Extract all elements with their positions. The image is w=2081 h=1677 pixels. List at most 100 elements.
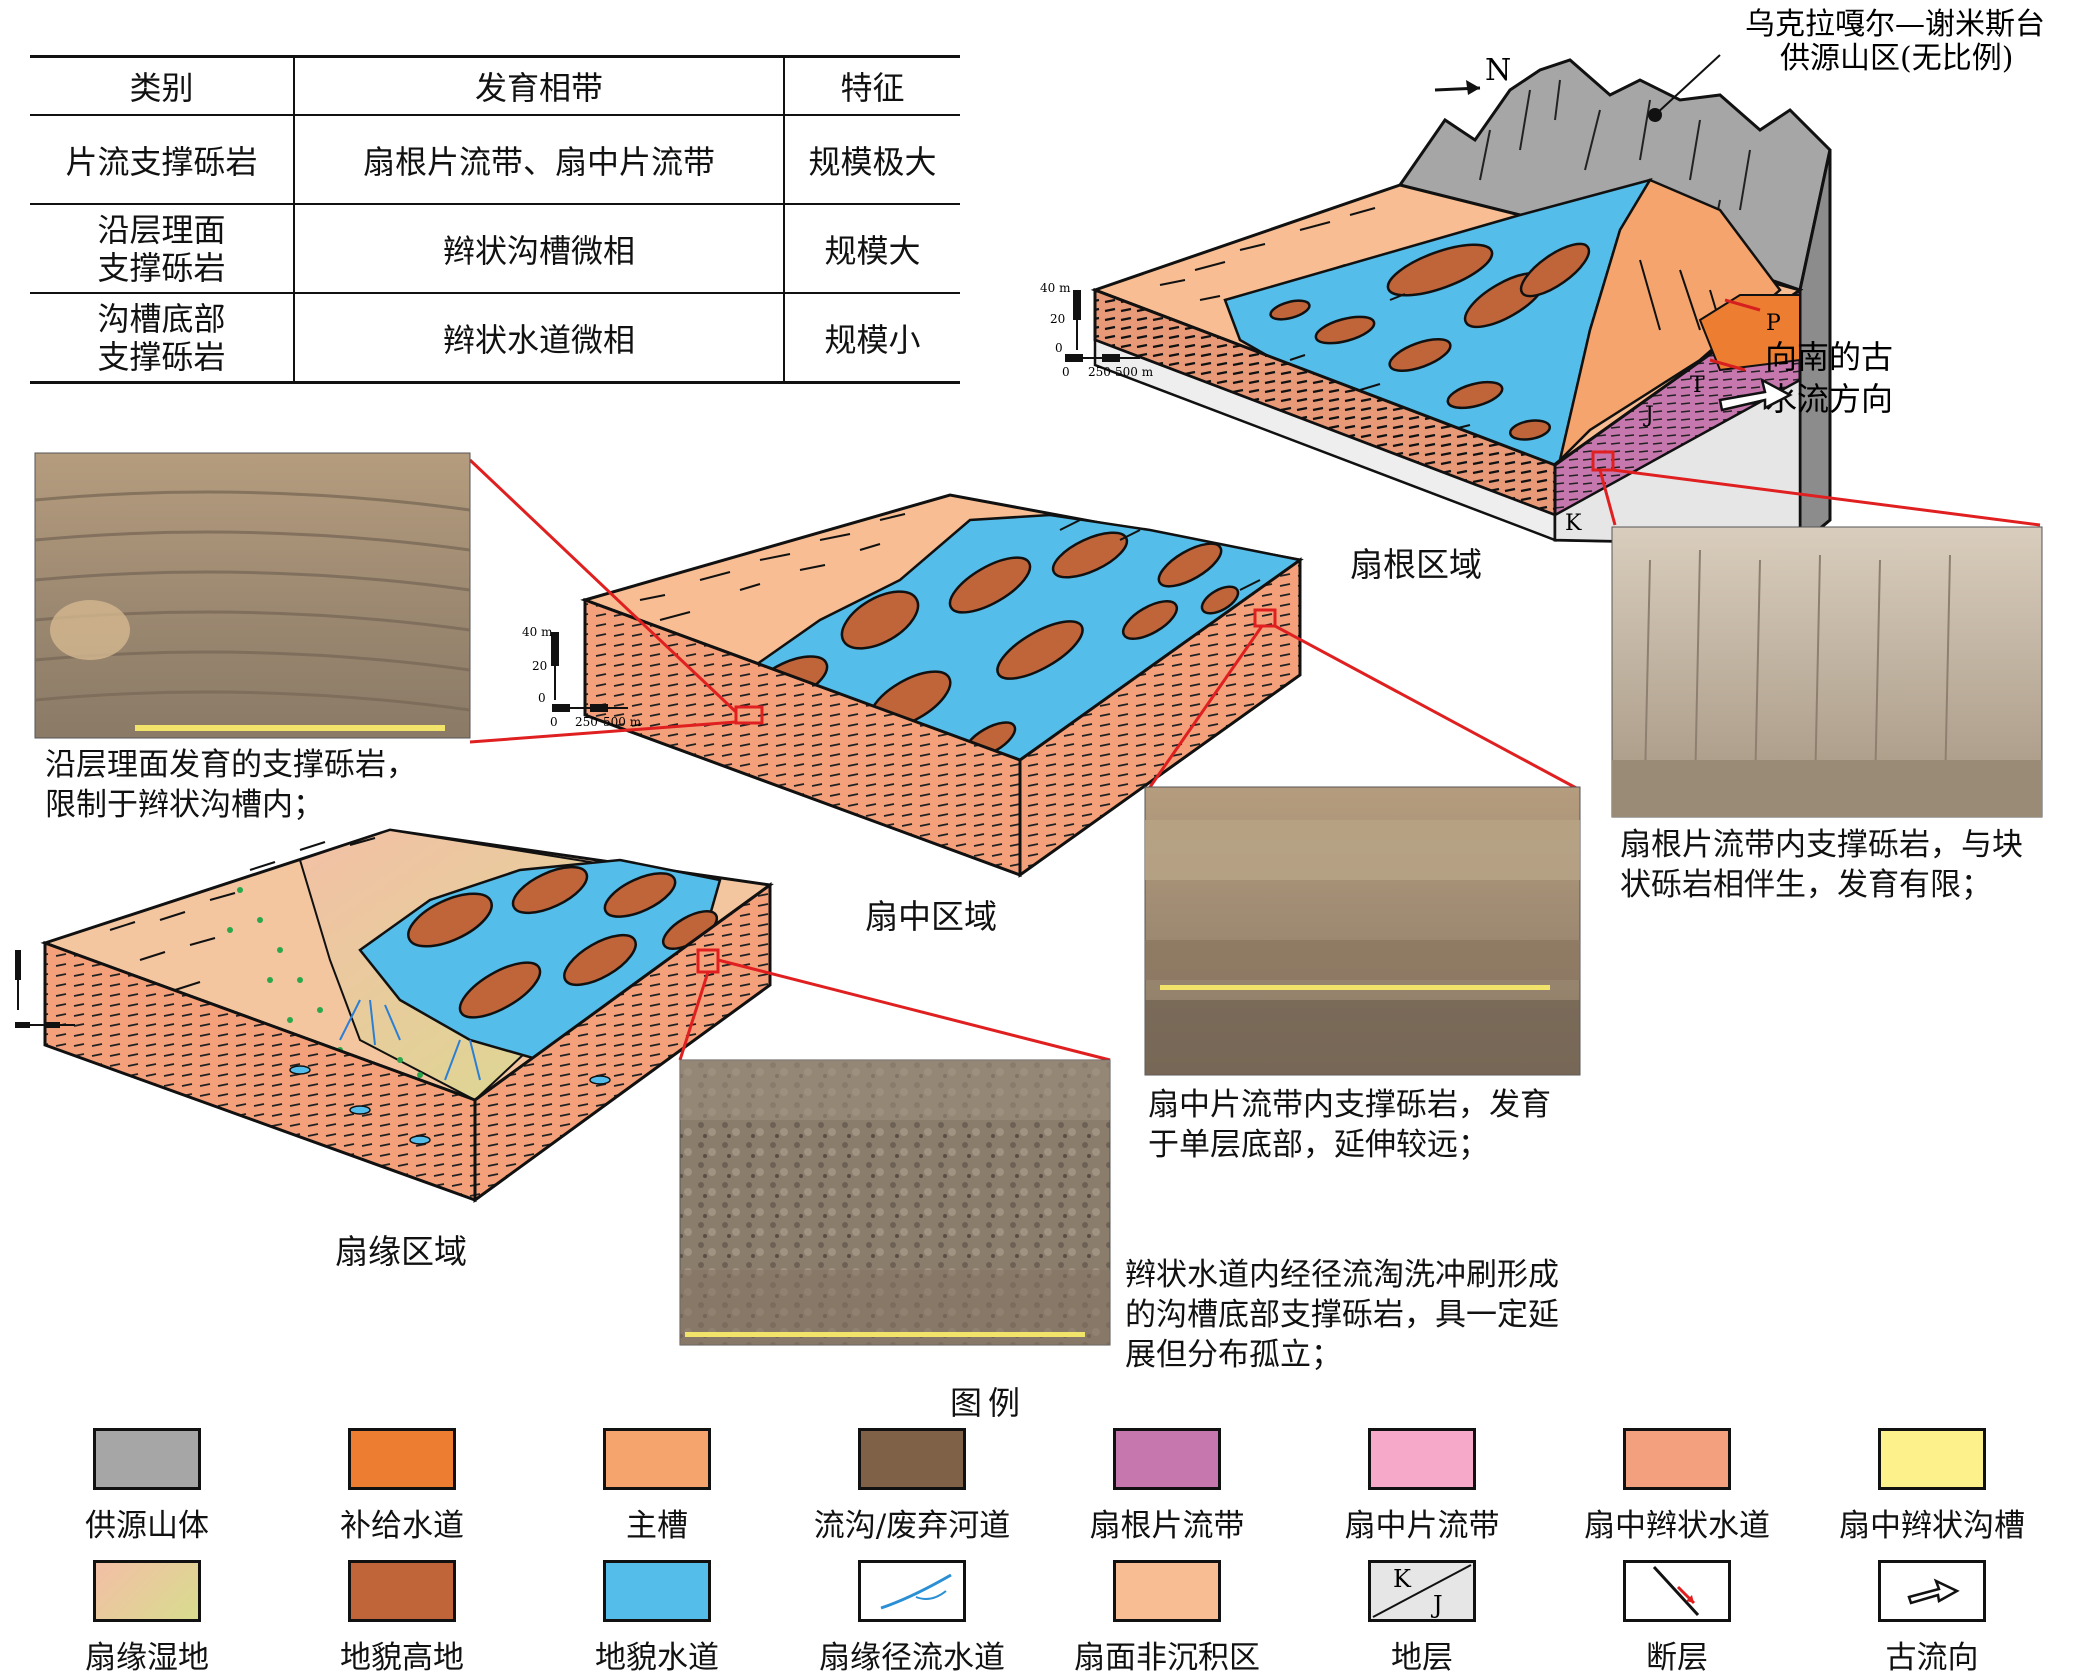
locator-line xyxy=(1146,625,1264,791)
scale-label: 20 xyxy=(532,659,547,673)
legend-label: 断层 xyxy=(1646,1640,1708,1676)
legend-item: 扇面非沉积区 xyxy=(1067,1560,1267,1677)
legend-label: 地层 xyxy=(1391,1640,1453,1676)
legend-item: 主槽 xyxy=(557,1428,757,1545)
fan-root-block: P T J K 40 m 20 0 0 250 500 m N 乌克拉嘎尔—谢米… xyxy=(1040,7,2045,549)
legend-label: 扇缘径流水道 xyxy=(819,1640,1005,1676)
legend-label: 地貌水道 xyxy=(595,1640,719,1676)
table-cell-category-line: 支撑砾岩 xyxy=(97,248,226,287)
caption-channel-base: 辫状水道内经径流淘洗冲刷形成 的沟槽底部支撑砾岩，具一定延 展但分布孤立； xyxy=(1125,1255,1559,1375)
locator-line xyxy=(717,958,1111,1062)
stratum-label: J xyxy=(1643,403,1654,428)
stratum-label: T xyxy=(1690,373,1705,398)
fault-arrow xyxy=(1709,358,1746,372)
locator-box xyxy=(1591,450,1615,472)
region-label-fan-middle: 扇中区域 xyxy=(865,897,997,936)
legend-swatch xyxy=(1113,1560,1221,1622)
scale-label: 0 xyxy=(538,691,546,705)
legend-swatch xyxy=(1368,1428,1476,1490)
table-cell-zone: 辫状沟槽微相 xyxy=(294,204,785,294)
scale-label: 500 m xyxy=(1115,365,1154,379)
legend-item: 扇根片流带 xyxy=(1067,1428,1267,1545)
legend-label: 扇中辫状沟槽 xyxy=(1839,1508,2025,1544)
scale-label: 500 m xyxy=(603,715,642,729)
legend-item: 扇中辫状水道 xyxy=(1577,1428,1777,1545)
fan-diagram: P T J K 40 m 20 0 0 250 500 m N 乌克拉嘎尔—谢米… xyxy=(15,7,2045,1346)
legend-swatch xyxy=(93,1428,201,1490)
legend-item: 供源山体 xyxy=(47,1428,247,1545)
table-cell-category: 沟槽底部 支撑砾岩 xyxy=(30,293,295,384)
legend-label: 供源山体 xyxy=(85,1508,209,1544)
locator-line xyxy=(469,720,737,744)
north-label: N xyxy=(1485,53,1511,88)
table-cell-category-line: 沟槽底部 xyxy=(97,299,226,338)
fan-middle-side-face xyxy=(1018,557,1302,878)
locator-box xyxy=(734,705,764,725)
caption-line: 辫状水道内经径流淘洗冲刷形成 xyxy=(1125,1257,1559,1293)
stratum-label: K xyxy=(1565,511,1582,536)
photo-fan-root xyxy=(1611,526,2043,818)
fault-arrow xyxy=(1724,298,1761,312)
table-header-feature: 特征 xyxy=(784,55,960,116)
photo-channel-base xyxy=(679,1059,1111,1346)
legend-label: 地貌高地 xyxy=(340,1640,464,1676)
caption-fan-middle: 扇中片流带内支撑砾岩，发育 于单层底部，延伸较远； xyxy=(1148,1085,1551,1165)
locator-line xyxy=(678,971,710,1061)
table-cell-feature: 规模极大 xyxy=(784,115,960,205)
fan-fringe-block xyxy=(15,828,1111,1203)
legend-label: 扇根片流带 xyxy=(1089,1508,1245,1544)
region-label-fan-root: 扇根区域 xyxy=(1350,545,1482,584)
paleoflow-label: 向南的古 xyxy=(1765,338,1893,376)
legend-item: 古流向 xyxy=(1832,1560,2032,1677)
table-cell-category-line: 支撑砾岩 xyxy=(97,337,226,376)
table-cell-zone: 扇根片流带、扇中片流带 xyxy=(294,115,785,205)
table-cell-category: 沿层理面 支撑砾岩 xyxy=(30,204,295,294)
legend-swatch xyxy=(1623,1428,1731,1490)
caption-line: 扇中片流带内支撑砾岩，发育 xyxy=(1148,1087,1551,1123)
caption-line: 扇根片流带内支撑砾岩，与块 xyxy=(1620,827,2023,863)
table-row: 沟槽底部 支撑砾岩 辫状水道微相 规模小 xyxy=(30,293,960,384)
facies-table: 类别 发育相带 特征 片流支撑砾岩 扇根片流带、扇中片流带 规模极大 沿层理面 … xyxy=(30,55,960,384)
legend-swatch xyxy=(93,1560,201,1622)
scale-label: 0 xyxy=(1055,341,1063,355)
legend-label: 扇中辫状水道 xyxy=(1584,1508,1770,1544)
table-cell-category-line: 沿层理面 xyxy=(97,210,226,249)
stratum-label: P xyxy=(1766,311,1781,336)
caption-bedding: 沿层理面发育的支撑砾岩， 限制于辫状沟槽内； xyxy=(45,745,417,825)
legend-title: 图例 xyxy=(950,1384,1027,1422)
stratum-letter: J xyxy=(1430,1591,1443,1619)
legend-swatch xyxy=(1878,1428,1986,1490)
legend-item: 扇中辫状沟槽 xyxy=(1832,1428,2032,1545)
caption-line: 的沟槽底部支撑砾岩，具一定延 xyxy=(1125,1297,1559,1333)
legend-swatch xyxy=(603,1560,711,1622)
legend-item: 流沟/废弃河道 xyxy=(812,1428,1012,1545)
scale-label: 250 xyxy=(1088,365,1111,379)
table-header-category: 类别 xyxy=(30,55,295,116)
legend-swatch xyxy=(1113,1428,1221,1490)
table-cell-feature: 规模大 xyxy=(784,204,960,294)
scale-bar: 40 m 20 0 0 250 500 m xyxy=(522,625,642,729)
table-header-zone: 发育相带 xyxy=(294,55,785,116)
scale-bar xyxy=(15,950,75,1028)
scale-label: 0 xyxy=(1062,365,1070,379)
scale-bar: 40 m 20 0 0 250 500 m xyxy=(1040,281,1154,379)
pointer-line xyxy=(1654,54,1721,116)
source-label: 乌克拉嘎尔—谢米斯台 xyxy=(1745,7,2045,42)
legend-item: 地貌高地 xyxy=(302,1560,502,1677)
legend-swatch xyxy=(858,1428,966,1490)
table-header-row: 类别 发育相带 特征 xyxy=(30,55,960,116)
locator-line xyxy=(1598,469,1617,526)
paleoflow-icon xyxy=(1907,1578,1960,1605)
photo-fan-middle xyxy=(1144,786,1581,1076)
locator-line xyxy=(468,458,738,714)
caption-fan-root: 扇根片流带内支撑砾岩，与块 状砾岩相伴生，发育有限； xyxy=(1620,825,2023,905)
locator-line xyxy=(1612,468,2041,527)
source-label: 供源山区(无比例) xyxy=(1780,41,2013,76)
caption-line: 状砾岩相伴生，发育有限； xyxy=(1620,867,1992,903)
paleoflow-arrow xyxy=(1718,377,1793,412)
scale-label: 0 xyxy=(550,715,558,729)
legend-label: 主槽 xyxy=(626,1508,688,1544)
table-row: 沿层理面 支撑砾岩 辫状沟槽微相 规模大 xyxy=(30,204,960,294)
